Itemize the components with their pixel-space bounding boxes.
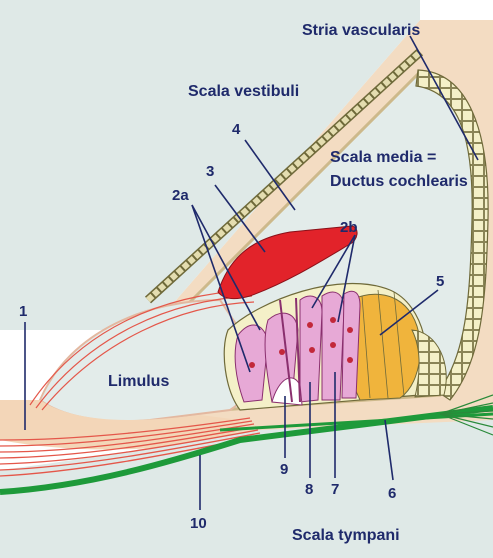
label-ductus-cochlearis: Ductus cochlearis <box>330 173 468 190</box>
label-4: 4 <box>232 121 241 138</box>
label-2a: 2a <box>172 187 189 204</box>
label-3: 3 <box>206 163 214 180</box>
label-8: 8 <box>305 481 313 498</box>
label-1: 1 <box>19 303 27 320</box>
label-5: 5 <box>436 273 444 290</box>
label-2b: 2b <box>340 219 358 236</box>
label-limulus: Limulus <box>108 373 169 390</box>
label-6: 6 <box>388 485 396 502</box>
label-7: 7 <box>331 481 339 498</box>
label-9: 9 <box>280 461 288 478</box>
label-scala-media: Scala media = <box>330 149 436 166</box>
label-scala-tympani: Scala tympani <box>292 527 400 544</box>
label-scala-vestibuli: Scala vestibuli <box>188 83 299 100</box>
label-stria-vascularis: Stria vascularis <box>302 22 420 39</box>
label-10: 10 <box>190 515 207 532</box>
